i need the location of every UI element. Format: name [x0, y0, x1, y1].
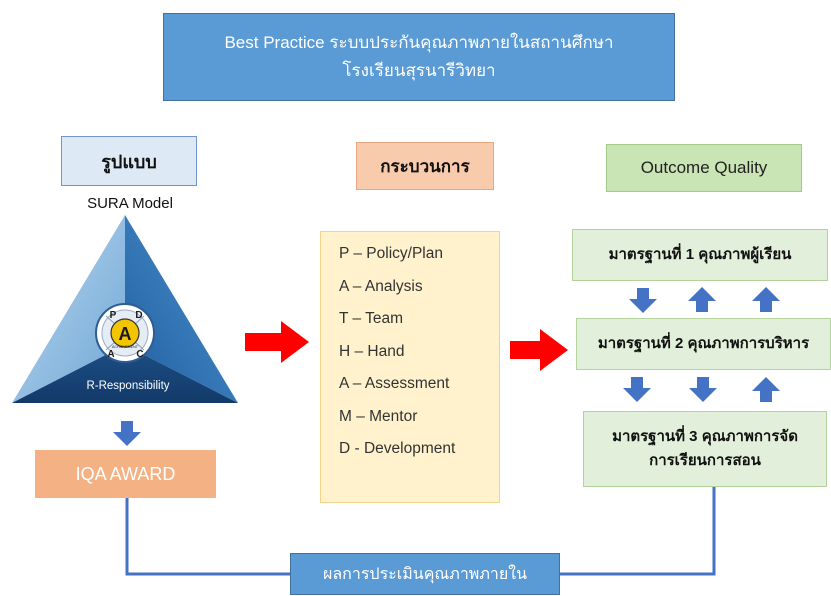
process-label: กระบวนการ — [356, 142, 494, 190]
standard-3-line-1: มาตรฐานที่ 3 คุณภาพการจัด — [612, 428, 798, 445]
standard-2-line-1: มาตรฐานที่ 2 คุณภาพการบริหาร — [597, 335, 810, 352]
arrow-up-std1-std2-b — [752, 287, 780, 312]
emblem-letter-c: C — [136, 349, 143, 360]
emblem-ring-text: ACHIEVEMENT — [112, 345, 139, 349]
emblem-letter-a: A — [107, 349, 114, 360]
emblem-letter-d: D — [135, 310, 142, 321]
triangle-right-face — [125, 215, 238, 403]
connector-evaluation-to-standard-3 — [560, 487, 716, 576]
arrow-down-std1-std2 — [629, 288, 657, 313]
evaluation-result-box: ผลการประเมินคุณภาพภายใน — [290, 553, 560, 595]
process-step-development: D - Development — [339, 440, 456, 457]
side-label-r-responsibility: R-Responsibility — [86, 380, 169, 392]
standard-2-box: มาตรฐานที่ 2 คุณภาพการบริหาร — [576, 318, 831, 370]
arrow-down-std2-std3-a — [623, 377, 651, 402]
process-step-policy-plan: P – Policy/Plan — [339, 245, 443, 262]
standard-1-box: มาตรฐานที่ 1 คุณภาพผู้เรียน — [572, 229, 828, 281]
process-step-hand: H – Hand — [339, 342, 405, 360]
process-step-analysis: A – Analysis — [339, 277, 423, 295]
sura-model-caption: SURA Model — [87, 195, 173, 212]
arrow-up-std1-std2-a — [688, 287, 716, 312]
connector-award-to-evaluation — [125, 498, 290, 576]
iqa-award-box: IQA AWARD — [35, 450, 216, 498]
emblem-center-letter: A — [119, 324, 132, 344]
standard-1-line-1: มาตรฐานที่ 1 คุณภาพผู้เรียน — [608, 246, 792, 263]
red-arrow-process-to-outcome — [510, 329, 568, 371]
process-steps-box: P – Policy/Plan A – Analysis T – Team H … — [320, 231, 500, 503]
emblem-letter-p: P — [110, 310, 117, 321]
process-step-team: T – Team — [339, 310, 404, 327]
triangle-left-face — [12, 215, 125, 403]
arrow-down-std2-std3-b — [689, 377, 717, 402]
title-line-2: โรงเรียนสุรนารีวิทยา — [342, 61, 496, 80]
standard-3-box: มาตรฐานที่ 3 คุณภาพการจัด การเรียนการสอน — [583, 411, 827, 487]
triangle-bottom-face — [12, 345, 238, 403]
process-step-mentor: M – Mentor — [339, 407, 418, 425]
title-line-1: Best Practice ระบบประกันคุณภาพภายในสถานศ… — [224, 33, 614, 52]
title-box: Best Practice ระบบประกันคุณภาพภายในสถานศ… — [163, 13, 675, 101]
outcome-quality-label: Outcome Quality — [606, 144, 802, 192]
blue-arrow-down-to-award — [113, 421, 141, 446]
pdca-emblem: A P D A C ACHIEVEMENT — [95, 303, 155, 363]
arrow-up-std2-std3 — [752, 377, 780, 402]
standard-3-line-2: การเรียนการสอน — [649, 452, 761, 469]
model-label: รูปแบบ — [61, 136, 197, 186]
process-step-assessment: A – Assessment — [339, 375, 450, 392]
sura-triangle-diagram: S-Smart U-Unity R-Responsibility A P D A… — [12, 215, 238, 403]
